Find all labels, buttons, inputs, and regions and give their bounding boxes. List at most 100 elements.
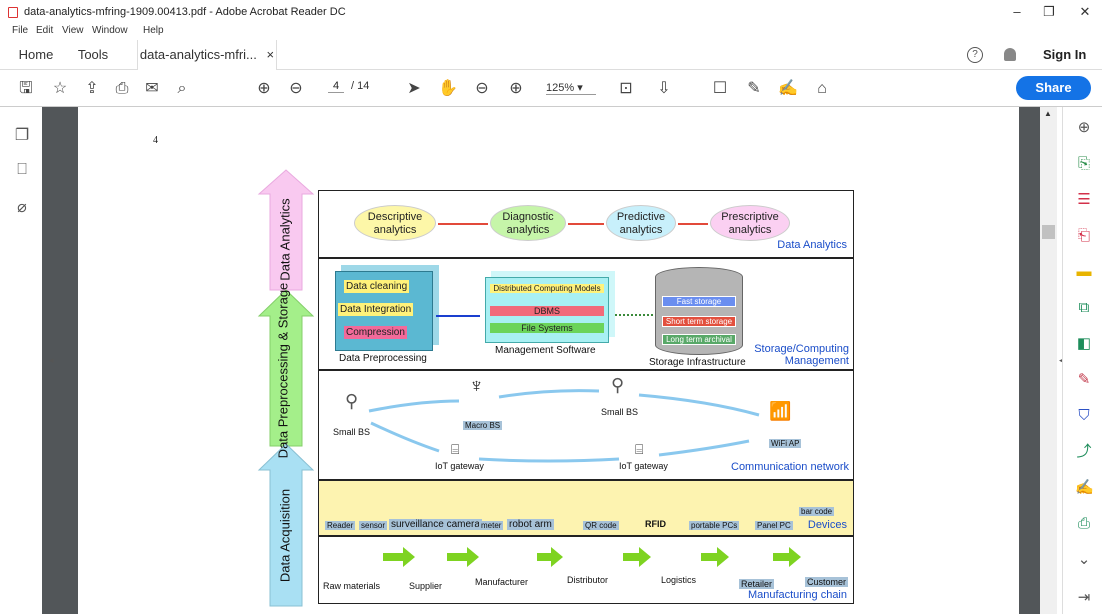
- expand-panel-icon[interactable]: ⇥: [1077, 589, 1091, 606]
- diagnostic-oval: Diagnostic analytics: [490, 205, 566, 241]
- bookmark-star-icon[interactable]: ☆: [52, 80, 68, 97]
- send-for-review-icon[interactable]: ⤴: [1076, 443, 1092, 460]
- more-tools-chevron-icon[interactable]: ⌄: [1077, 551, 1091, 568]
- tab-document[interactable]: data-analytics-mfri... ×: [137, 40, 277, 70]
- link-macro-bs2: [498, 389, 600, 399]
- restore-button[interactable]: ❐: [1043, 4, 1055, 19]
- left-rail: ❐ ⎕ ⌀: [0, 107, 42, 614]
- red-arrow-2: [568, 223, 604, 225]
- file-systems-chip: File Systems: [490, 323, 604, 333]
- link-iot-wifi: [658, 439, 750, 457]
- collapse-left-icon[interactable]: ◂: [49, 355, 54, 365]
- bookmarks-icon[interactable]: ⎕: [17, 161, 27, 178]
- storage-label-2: Management: [784, 355, 849, 367]
- share-label: Share: [1035, 80, 1072, 95]
- sign-icon[interactable]: ✍: [778, 80, 798, 97]
- zoom-in-icon[interactable]: ⊕: [509, 80, 523, 97]
- comment-tool-icon[interactable]: ▬: [1076, 263, 1092, 280]
- bell-icon[interactable]: [1004, 48, 1016, 61]
- print-icon[interactable]: ⎙: [115, 80, 129, 97]
- zoom-tool-icon[interactable]: ⊕: [1077, 119, 1091, 136]
- predictive-oval: Predictive analytics: [606, 205, 676, 241]
- menu-window[interactable]: Window: [92, 25, 128, 36]
- macro-bs-icon: ♆: [469, 375, 484, 397]
- combine-files-icon[interactable]: ⧉: [1078, 299, 1090, 316]
- dist-computing-chip: Distributed Computing Models: [490, 284, 604, 293]
- organize-pages-icon[interactable]: ◧: [1076, 335, 1092, 352]
- infra-label: Storage Infrastructure: [649, 357, 746, 368]
- upload-cloud-icon[interactable]: ⇪: [85, 80, 99, 97]
- create-pdf-icon[interactable]: ☰: [1077, 191, 1091, 208]
- devices-label: Devices: [807, 519, 847, 531]
- page-up-icon[interactable]: ⊕: [257, 80, 271, 97]
- wifi-ap-label: WiFi AP: [769, 439, 802, 448]
- page-thumbnails-icon[interactable]: ❐: [14, 127, 30, 144]
- tab-tools[interactable]: Tools: [77, 47, 109, 62]
- menu-file[interactable]: File: [12, 25, 29, 36]
- dbms-chip: DBMS: [490, 306, 604, 316]
- prep-box-label: Data Preprocessing: [339, 353, 427, 364]
- descriptive-oval: Descriptive analytics: [354, 205, 436, 241]
- compress-pdf-icon[interactable]: ⎙: [1077, 515, 1090, 532]
- iot-gateway-right-icon: ⌸: [635, 441, 644, 457]
- send-for-signature-icon[interactable]: ✍: [1075, 479, 1094, 496]
- preprocessing-box: Data cleaning Data Integration Compressi…: [335, 271, 433, 351]
- tab-home[interactable]: Home: [18, 47, 54, 62]
- scrollbar-thumb[interactable]: [1042, 225, 1055, 239]
- highlight-pen-icon[interactable]: ✎: [747, 80, 761, 97]
- iot-left-label: IoT gateway: [435, 461, 484, 471]
- storage-panel: Data cleaning Data Integration Compressi…: [318, 258, 854, 370]
- sign-in-link[interactable]: Sign In: [1043, 47, 1087, 62]
- chain-arrows: [383, 547, 801, 567]
- scroll-up-icon[interactable]: ▲: [1044, 109, 1052, 118]
- fast-storage-chip: Fast storage: [662, 296, 736, 307]
- compression-chip: Compression: [344, 326, 407, 339]
- search-icon[interactable]: ⌕: [177, 80, 187, 97]
- attachments-icon[interactable]: ⌀: [17, 199, 27, 216]
- toolbar: 🖫 ☆ ⇪ ⎙ ✉ ⌕ ⊕ ⊖ 4 / 14 ➤ ✋ ⊖ ⊕ 125% ▾ ⊡ …: [0, 70, 1102, 107]
- fit-page-icon[interactable]: ⊡: [619, 80, 633, 97]
- tab-close-icon[interactable]: ×: [266, 47, 275, 62]
- chain-panel: Raw materials Supplier Manufacturer Dist…: [318, 536, 854, 604]
- zoom-select[interactable]: 125% ▾: [546, 81, 596, 95]
- macro-bs-label: Macro BS: [463, 421, 503, 430]
- green-dotted-link: [615, 314, 653, 316]
- scroll-mode-icon[interactable]: ⇩: [657, 80, 671, 97]
- qr-label: QR code: [583, 521, 619, 530]
- arrow-label-preprocessing: Data Preprocessing & Storage: [275, 282, 291, 459]
- menu-edit[interactable]: Edit: [36, 25, 54, 36]
- supplier-label: Supplier: [409, 581, 443, 591]
- page-down-icon[interactable]: ⊖: [289, 80, 303, 97]
- edit-pdf-icon[interactable]: ⎗: [1077, 227, 1090, 244]
- menu-view[interactable]: View: [62, 25, 84, 36]
- vertical-scrollbar[interactable]: ▲: [1040, 107, 1057, 614]
- page-margin-left: [42, 107, 78, 614]
- green-arrow-3: [537, 547, 563, 567]
- zoom-out-icon[interactable]: ⊖: [475, 80, 489, 97]
- hand-tool-icon[interactable]: ✋: [438, 80, 458, 97]
- iot-gateway-left-icon: ⌸: [451, 441, 460, 457]
- close-window-button[interactable]: ✕: [1079, 4, 1091, 19]
- small-bs-right-label: Small BS: [601, 407, 639, 417]
- email-icon[interactable]: ✉: [145, 80, 159, 97]
- comment-icon[interactable]: ☐: [712, 80, 728, 97]
- acrobat-icon: [8, 7, 18, 18]
- share-button[interactable]: Share: [1016, 76, 1091, 100]
- share-tag-icon[interactable]: ⌂: [817, 80, 827, 97]
- analytics-label: Data Analytics: [777, 239, 847, 251]
- page-number-input[interactable]: 4: [328, 80, 344, 93]
- fill-sign-icon[interactable]: ✎: [1077, 371, 1091, 388]
- data-integration-chip: Data Integration: [338, 303, 414, 316]
- window-title: data-analytics-mfring-1909.00413.pdf - A…: [24, 6, 346, 18]
- mgmt-box-label: Management Software: [495, 345, 596, 356]
- minimize-button[interactable]: –: [1013, 4, 1021, 19]
- help-icon[interactable]: ?: [967, 47, 983, 63]
- page-margin-right: [1019, 107, 1040, 614]
- preprocessing-arrow: [257, 289, 315, 447]
- protect-icon[interactable]: ⛉: [1078, 407, 1090, 424]
- select-pointer-icon[interactable]: ➤: [407, 80, 421, 97]
- collapse-right-icon[interactable]: ◂: [1059, 355, 1064, 366]
- save-icon[interactable]: 🖫: [19, 80, 33, 97]
- export-pdf-icon[interactable]: ⎘: [1077, 155, 1090, 172]
- menu-help[interactable]: Help: [143, 25, 164, 36]
